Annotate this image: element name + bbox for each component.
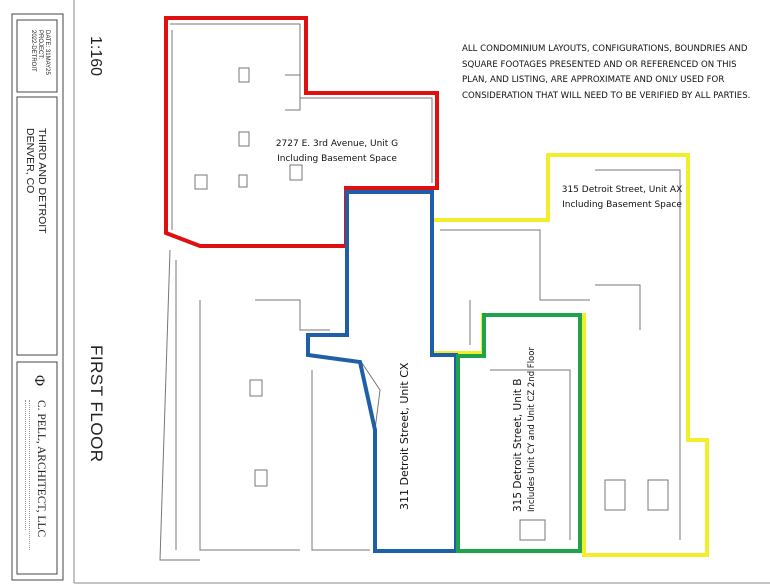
architect-box — [16, 361, 58, 575]
unit-sub: Including Basement Space — [562, 200, 682, 210]
project-name: THIRD AND DETROIT — [36, 128, 48, 234]
unit-sub: Including Basement Space — [277, 154, 397, 164]
architect-contact-lines — [25, 400, 27, 530]
architect-logo-mark: Φ — [31, 375, 47, 386]
unit-cx-label: 311 Detroit Street, Unit CX — [398, 362, 411, 510]
disclaimer-note: ALL CONDOMINIUM LAYOUTS, CONFIGURATIONS,… — [462, 44, 751, 101]
unit-sub: Includes Unit CY and Unit CZ 2nd Floor — [527, 347, 537, 512]
date-text: DATE: 31MAY25 — [44, 30, 50, 75]
architect-name: C. PELL, ARCHITECT, LLC — [35, 400, 47, 538]
unit-name: 2727 E. 3rd Avenue, Unit G — [275, 139, 399, 149]
project-location: DENVER, CO — [24, 128, 36, 194]
walls — [159, 23, 681, 561]
scale-label: 1:160 — [87, 36, 104, 77]
project-label: PROJECT: — [37, 30, 43, 60]
project-number: 2022-DETROIT — [30, 30, 36, 72]
unit-b-boundary — [456, 313, 582, 553]
unit-g-label: 2727 E. 3rd Avenue, Unit G Including Bas… — [262, 137, 412, 167]
unit-name: 315 Detroit Street, Unit B — [512, 378, 524, 512]
date-box — [16, 19, 58, 93]
unit-g-boundary — [164, 16, 439, 248]
unit-cx-boundary — [306, 190, 458, 553]
unit-name: 315 Detroit Street, Unit AX — [561, 185, 683, 195]
title-block-project: THIRD AND DETROIT DENVER, CO — [24, 128, 48, 234]
title-block-frame — [11, 13, 64, 581]
unit-b-label: 315 Detroit Street, Unit B Includes Unit… — [511, 347, 539, 512]
project-box — [16, 96, 58, 356]
title-block-date: DATE: 31MAY25 PROJECT: 2022-DETROIT — [29, 30, 50, 75]
floor-title: FIRST FLOOR — [87, 345, 106, 463]
unit-ax-label: 315 Detroit Street, Unit AX Including Ba… — [547, 183, 697, 213]
